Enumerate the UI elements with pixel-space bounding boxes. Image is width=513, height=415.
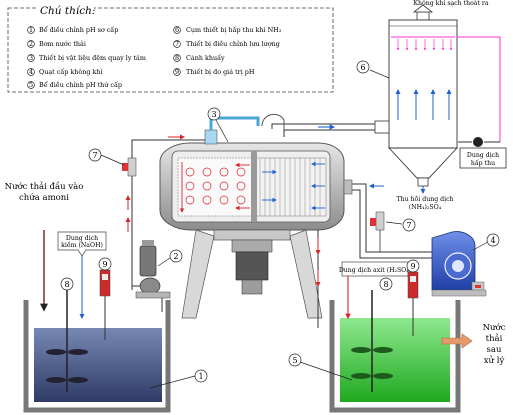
callout-1: 1 [198,372,203,381]
legend-text-1: Bể điều chỉnh pH sơ cấp [39,25,118,34]
callout-7-right: 7 [406,221,411,230]
callout-labels: 6 3 7 7 4 2 8 9 1 8 9 5 [64,63,495,381]
legend-text-3: Thiết bị vật liệu đệm quay ly tâm [39,53,146,62]
legend: Chú thích: 1 Bể điều chỉnh pH sơ cấp 2 B… [7,4,334,93]
legend-text-4: Quạt cấp không khí [39,67,103,76]
legend-text-6: Cụm thiết bị hấp thu khí NH₃ [186,25,282,34]
legend-item-4: 4 Quạt cấp không khí [27,67,103,76]
alkali-label-2: kiềm (NaOH) [61,241,103,249]
legend-item-9: 9 Thiết bị đo giá trị pH [173,67,255,76]
legend-item-8: 8 Cánh khuấy [173,53,225,62]
svg-text:5: 5 [29,81,33,89]
effluent-label-3: sau [487,345,502,355]
legend-item-2: 2 Bơm nước thải [27,39,86,48]
legend-text-7: Thiết bị điều chỉnh lưu lượng [186,39,280,48]
svg-text:6: 6 [175,26,179,34]
legend-item-5: 5 Bể điều chỉnh pH thứ cấp [27,80,122,89]
effluent-label-4: xử lý [484,355,505,366]
primary-ph-tank: Nước thải đầu vào chứa amoni Dung dịch k… [5,181,171,413]
callout-2: 2 [173,252,178,261]
spray-arrows [396,39,453,51]
svg-text:8: 8 [175,54,179,62]
svg-text:3: 3 [29,54,33,62]
callout-9-left: 9 [102,260,107,269]
svg-text:7: 7 [175,40,179,48]
svg-text:2: 2 [29,40,33,48]
callouts [60,60,500,389]
legend-item-7: 7 Thiết bị điều chỉnh lưu lượng [173,39,280,48]
legend-text-8: Cánh khuấy [186,53,225,62]
callout-5: 5 [292,356,297,365]
callout-8-left: 8 [64,280,69,289]
callout-8-right: 8 [383,280,388,289]
absorbent-label-2: hấp thu [471,160,495,167]
callout-6: 6 [360,63,365,72]
svg-text:1: 1 [29,26,33,34]
flow-meter-left [122,157,137,177]
effluent-label-1: Nước [483,322,506,333]
legend-item-6: 6 Cụm thiết bị hấp thu khí NH₃ [173,25,282,34]
gas-duct [271,123,375,137]
callout-3: 3 [211,110,216,119]
effluent-label-2: thải [486,333,503,344]
clean-air-label: Không khí sạch thoát ra [413,0,489,7]
flow-meter-right [370,211,385,252]
svg-text:4: 4 [29,68,33,76]
gas-up-arrows [395,89,452,120]
callout-7-left: 7 [92,151,97,160]
acid-label: Dung dịch axit (H₂SO₄) [339,267,411,274]
alkali-label-1: Dung dịch [66,235,98,242]
air-blower [431,231,487,297]
wastewater-pump [131,240,171,299]
legend-item-1: 1 Bể điều chỉnh pH sơ cấp [27,25,118,34]
legend-text-5: Bể điều chỉnh pH thứ cấp [39,80,122,89]
influent-label-2: chứa amoni [19,192,69,203]
ammonium-sulfate-label-2: (NH₄)₂SO₄ [409,204,442,211]
legend-text-9: Thiết bị đo giá trị pH [186,67,255,76]
absorbent-label-1: Dung dịch [467,152,499,159]
liquid-flow-arrows [179,162,250,213]
packing-rotation [185,167,246,205]
svg-text:9: 9 [175,68,179,76]
ammonium-sulfate-label-1: Thu hồi dung dịch [396,195,453,203]
gas-flow-arrows [262,161,325,211]
absorption-tower: Không khí sạch thoát ra Thu hồi dung dị [374,0,507,211]
legend-text-2: Bơm nước thải [39,39,86,48]
callout-9-right: 9 [410,262,415,271]
secondary-ph-tank: Dung dịch axit (H₂SO₄) Nước thải sau xử … [329,261,506,413]
callout-4: 4 [490,236,495,245]
legend-item-3: 3 Thiết bị vật liệu đệm quay ly tâm [27,53,146,62]
legend-title: Chú thích: [40,5,95,17]
liquid-line [125,134,205,288]
air-line [350,183,448,259]
influent-label-1: Nước thải đầu vào [5,181,84,192]
rotating-packed-bed [159,113,353,319]
